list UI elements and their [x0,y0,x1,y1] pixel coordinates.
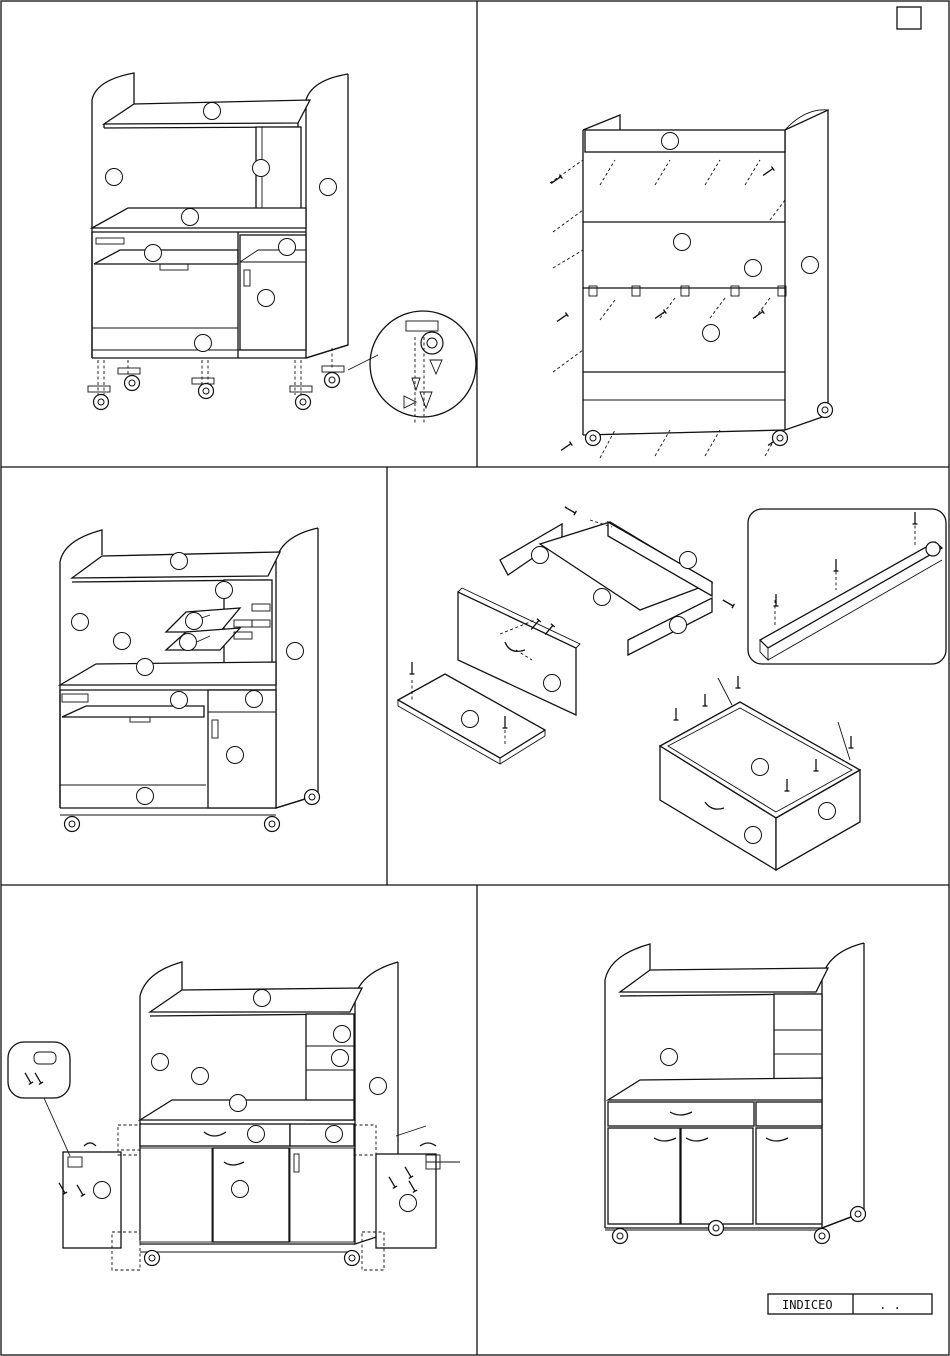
screw-icon [550,167,780,453]
panel-2-cabinet-back-assembly [550,110,833,458]
legend-label: INDICEO [782,1298,833,1312]
caster-wheel-icon [65,790,320,832]
legend-value: . . [879,1298,901,1312]
caster-wheel-icon [145,1251,360,1266]
panel-1-cabinet-casters [88,73,476,425]
drawer-runner-icon [748,509,946,664]
panel-5-side-panels-hinges [8,962,460,1270]
index-legend: INDICEO . . [768,1294,932,1314]
detail-magnifier-circle [8,1042,70,1156]
detail-magnifier-circle [348,311,476,425]
panel-6-finished-cabinet [605,943,866,1244]
caster-wheel-icon [88,366,344,410]
panel-3-cabinet-shelf-assembly [60,528,320,832]
step-number-box [897,7,921,29]
panel-4-drawer-assembly [398,505,946,870]
part-number-circle [661,1049,678,1066]
